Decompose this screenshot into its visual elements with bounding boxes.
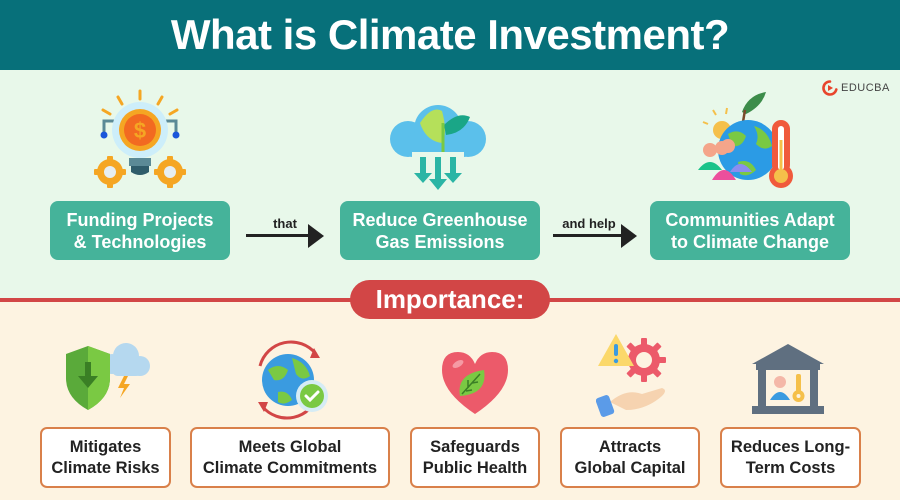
connector-arrow-that: that [246,216,324,248]
arrow-line [246,234,310,237]
importance-item-mitigates-risks: Mitigates Climate Risks [40,427,171,488]
item-line: Reduces Long- [730,437,851,456]
item-line: Safeguards [430,437,520,456]
importance-heading: Importance: [350,280,550,319]
arrow-right-icon [621,224,637,248]
connector-arrow-and-help: and help [553,216,637,248]
step-line: Communities Adapt [665,209,835,230]
step-line: to Climate Change [670,231,830,252]
importance-item-global-capital: Attracts Global Capital [560,427,700,488]
importance-item-global-commitments: Meets Global Climate Commitments [190,427,390,488]
step-reduce-emissions: Reduce Greenhouse Gas Emissions [340,201,540,260]
connector-label: that [273,216,297,231]
step-communities-adapt: Communities Adapt to Climate Change [650,201,850,260]
item-line: Attracts [598,437,662,456]
item-line: Climate Risks [51,458,160,477]
shield-storm-icon [66,343,150,410]
item-line: Meets Global [238,437,342,456]
step-line: & Technologies [73,231,207,252]
item-line: Global Capital [574,458,686,477]
svg-text:$: $ [134,118,146,143]
educba-logo: EDUCBA [822,80,890,96]
globe-check-icon [258,340,328,420]
educba-logo-icon [822,80,838,96]
heart-leaf-icon [442,352,508,414]
step-line: Reduce Greenhouse [352,209,528,230]
importance-item-long-term-costs: Reduces Long- Term Costs [720,427,861,488]
page-title: What is Climate Investment? [170,11,730,58]
hand-warning-gear-icon [596,334,666,417]
cloud-plant-arrows-icon [390,105,486,190]
arrow-line [553,234,623,237]
arrow-right-icon [308,224,324,248]
step-funding-projects: Funding Projects & Technologies [50,201,230,260]
step-line: Gas Emissions [375,231,505,252]
item-line: Mitigates [69,437,142,456]
logo-text: EDUCBA [841,82,890,94]
bank-person-key-icon [752,344,824,414]
importance-item-public-health: Safeguards Public Health [410,427,540,488]
lightbulb-dollar-gears-icon: $ [94,89,186,188]
globe-people-thermometer-icon [698,92,793,188]
item-line: Public Health [422,458,528,477]
header-banner: What is Climate Investment? [0,0,900,70]
connector-label: and help [562,216,616,231]
item-line: Term Costs [745,458,836,477]
item-line: Climate Commitments [202,458,378,477]
step-line: Funding Projects [66,209,214,230]
